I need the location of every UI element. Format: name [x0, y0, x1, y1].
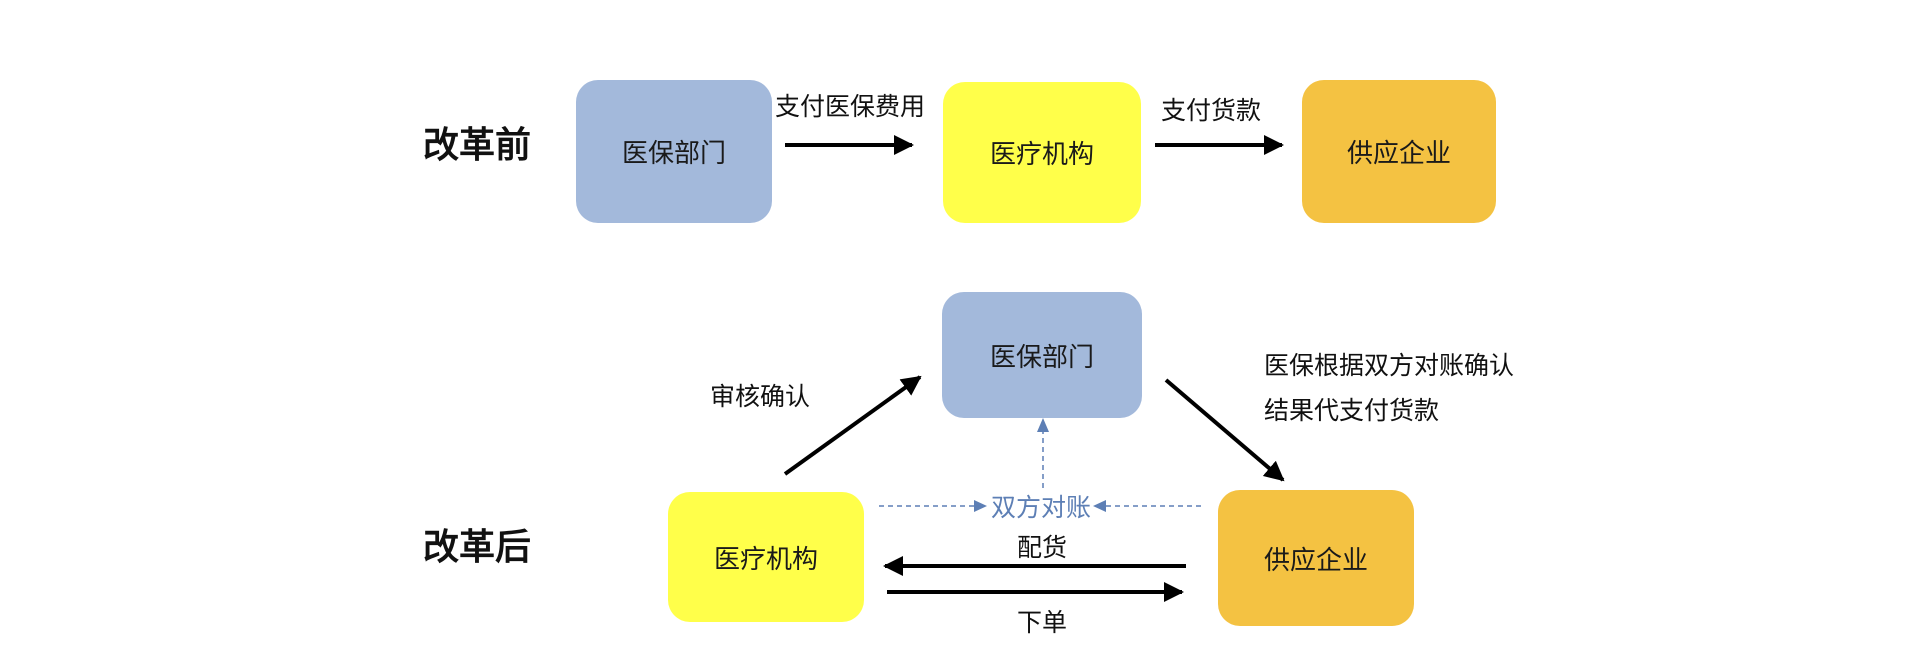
- review-confirm-arrow: [783, 375, 922, 476]
- reconcile-left-arrowhead: [974, 500, 987, 512]
- before-supplier-box: 供应企业: [1302, 80, 1496, 223]
- reconciliation-label: 双方对账: [991, 493, 1092, 522]
- reconcile-up-arrowhead: [1037, 418, 1049, 432]
- order-label: 下单: [1017, 608, 1068, 637]
- before-hospital-box: 医疗机构: [943, 82, 1141, 223]
- delivery-label: 配货: [1017, 533, 1068, 562]
- insurance-pays-label-line2: 结果代支付货款: [1264, 396, 1440, 425]
- after-hospital-box: 医疗机构: [668, 492, 864, 622]
- after-supplier-box: 供应企业: [1218, 490, 1414, 626]
- before-reform-label: 改革前: [423, 125, 532, 166]
- after-insurance-box: 医保部门: [942, 292, 1142, 418]
- insurance-pays-label-line1: 医保根据双方对账确认: [1264, 351, 1515, 380]
- pay-goods-label: 支付货款: [1161, 96, 1262, 125]
- before-insurance-box: 医保部门: [576, 80, 772, 223]
- pay-insurance-fee-label: 支付医保费用: [775, 92, 926, 121]
- after-reform-label: 改革后: [423, 527, 532, 568]
- insurance-pays-arrow: [1164, 378, 1285, 482]
- review-confirm-label: 审核确认: [710, 382, 811, 411]
- reconcile-right-arrowhead: [1093, 500, 1106, 512]
